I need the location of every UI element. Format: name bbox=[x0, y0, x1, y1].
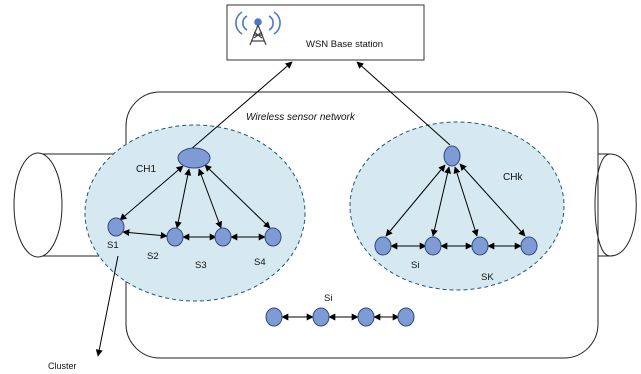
nodes bbox=[107, 145, 538, 327]
base-station: WSN Base station bbox=[226, 4, 425, 61]
sensor-node-s2 bbox=[166, 227, 184, 247]
sensor-node-si bbox=[424, 236, 442, 256]
antenna-tower-icon bbox=[235, 11, 281, 46]
sensor-node-b3 bbox=[357, 307, 375, 327]
base-station-box bbox=[226, 4, 425, 61]
sensor-node-r1 bbox=[374, 236, 392, 256]
uplink-ch1 bbox=[189, 61, 293, 151]
cluster-left-head-label: CH1 bbox=[136, 164, 156, 175]
cluster-head-chk bbox=[443, 145, 461, 167]
sensor-node-b2 bbox=[312, 307, 330, 327]
bottom-chain-label: Si bbox=[324, 293, 332, 304]
network-tube bbox=[13, 152, 637, 258]
sensor-node-sk bbox=[471, 236, 489, 256]
node-label-sk: SK bbox=[481, 272, 494, 283]
sensor-node-b1 bbox=[265, 307, 283, 327]
connections bbox=[95, 61, 526, 357]
cluster-right-head-label: CHk bbox=[503, 172, 523, 183]
link-n4-chk bbox=[459, 163, 526, 237]
node-label-si-right: Si bbox=[411, 260, 419, 271]
link-s4-ch1 bbox=[204, 164, 271, 229]
link-s2-ch1 bbox=[174, 168, 192, 229]
cluster-callout-label: Cluster bbox=[48, 361, 77, 371]
node-label-s2: S2 bbox=[147, 251, 159, 262]
link-s1-ch1 bbox=[119, 165, 184, 221]
sensor-node-s1 bbox=[107, 217, 125, 237]
sensor-node-s3 bbox=[214, 227, 232, 247]
tube-left-end bbox=[13, 152, 63, 258]
node-label-s3: S3 bbox=[195, 260, 207, 271]
node-label-s4: S4 bbox=[254, 257, 266, 268]
base-station-label: WSN Base station bbox=[306, 39, 383, 50]
link-s1-s2 bbox=[122, 229, 168, 239]
sensor-node-r4 bbox=[520, 236, 538, 256]
sensor-node-s4 bbox=[264, 227, 282, 247]
cluster-callout-arrow bbox=[95, 255, 119, 357]
cluster-right-region bbox=[349, 121, 565, 291]
uplink-chk bbox=[356, 61, 451, 146]
cluster-head-ch1 bbox=[177, 147, 211, 169]
tube-right-end bbox=[594, 153, 637, 257]
link-n2-chk bbox=[431, 166, 451, 237]
node-label-s1: S1 bbox=[107, 240, 119, 251]
network-label: Wireless sensor network bbox=[246, 112, 356, 123]
sensor-node-b4 bbox=[397, 307, 415, 327]
